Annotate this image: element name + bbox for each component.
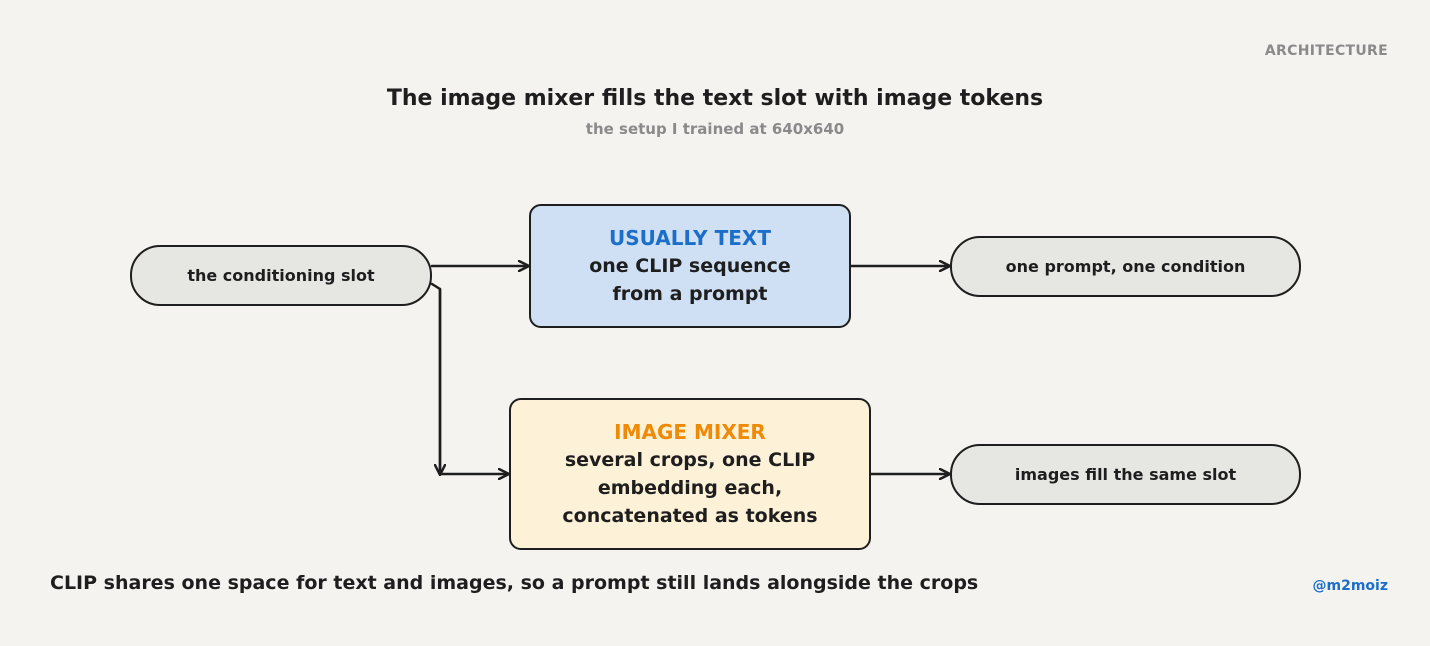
diagram-subtitle: the setup I trained at 640x640 [585, 120, 845, 138]
conditioning-slot-node: the conditioning slot [130, 245, 432, 306]
image-mixer-line: several crops, one CLIP [564, 449, 816, 471]
images-slot-label: images fill the same slot [1014, 465, 1237, 484]
footer-note: CLIP shares one space for text and image… [50, 572, 979, 594]
diagram-title: The image mixer fills the text slot with… [386, 86, 1044, 111]
images-slot-node: images fill the same slot [950, 444, 1301, 505]
author-credit: @m2moiz [1312, 578, 1388, 594]
usually-text-line: one CLIP sequence [589, 255, 791, 277]
image-mixer-heading: IMAGE MIXER [614, 420, 766, 444]
image-mixer-node: IMAGE MIXER several crops, one CLIP embe… [509, 398, 871, 550]
conditioning-slot-label: the conditioning slot [187, 266, 375, 285]
usually-text-heading: USUALLY TEXT [609, 226, 771, 250]
arrow-slot-to-mixer [430, 282, 508, 474]
section-tag: ARCHITECTURE [1264, 43, 1388, 59]
prompt-condition-node: one prompt, one condition [950, 236, 1301, 297]
image-mixer-line: concatenated as tokens [562, 505, 818, 527]
usually-text-node: USUALLY TEXT one CLIP sequence from a pr… [529, 204, 851, 328]
prompt-condition-label: one prompt, one condition [1005, 257, 1246, 276]
image-mixer-line: embedding each, [597, 477, 783, 499]
usually-text-line: from a prompt [612, 283, 768, 305]
